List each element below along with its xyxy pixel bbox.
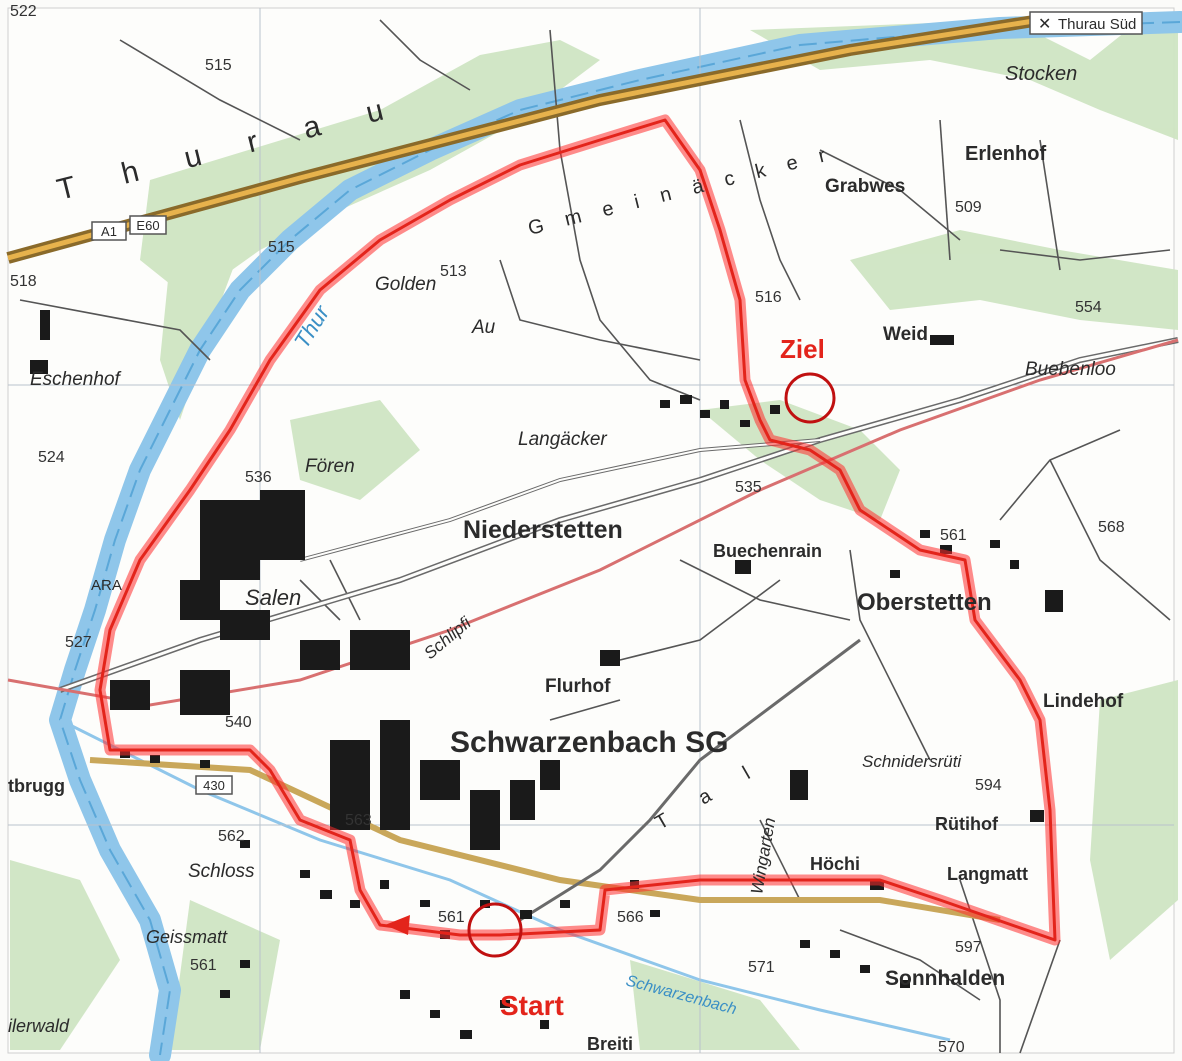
elevation-label: 561 bbox=[940, 527, 967, 544]
place-hochi[interactable]: Höchi bbox=[810, 854, 860, 874]
place-weid[interactable]: Weid bbox=[883, 324, 928, 345]
elevation-label: 515 bbox=[205, 57, 232, 74]
minor-roads bbox=[19, 19, 1171, 1054]
elevation-label: 561 bbox=[190, 957, 217, 974]
start-marker[interactable] bbox=[467, 902, 523, 958]
e60-badge: E60 bbox=[136, 218, 159, 233]
elevation-label: 524 bbox=[38, 449, 65, 466]
elevation-label: 515 bbox=[268, 239, 295, 256]
place-langmatt[interactable]: Langmatt bbox=[947, 864, 1028, 884]
elevation-label: 554 bbox=[1075, 299, 1102, 316]
place-lindehof[interactable]: Lindehof bbox=[1043, 691, 1124, 712]
elevation-label: 536 bbox=[245, 469, 272, 486]
elevation-label: 527 bbox=[65, 634, 92, 651]
place-tbrugg[interactable]: tbrugg bbox=[8, 776, 65, 796]
motorway-a1-inner bbox=[7, 17, 1041, 261]
place-ilerwald[interactable]: ilerwald bbox=[8, 1016, 70, 1036]
elevation-label: 561 bbox=[438, 909, 465, 926]
elevation-label: 568 bbox=[1098, 519, 1125, 536]
finish-marker[interactable] bbox=[784, 372, 836, 424]
road-430-badge: 430 bbox=[203, 778, 225, 793]
place-niederstetten[interactable]: Niederstetten bbox=[463, 516, 623, 544]
motorway-a1-badge: A1 bbox=[101, 224, 117, 239]
place-buechenrain[interactable]: Buechenrain bbox=[713, 541, 822, 561]
place-salen[interactable]: Salen bbox=[245, 585, 301, 610]
elevation-label: 540 bbox=[225, 714, 252, 731]
route-arrow-icon bbox=[385, 915, 410, 935]
place-breiti[interactable]: Breiti bbox=[587, 1034, 633, 1054]
place-ara[interactable]: ARA bbox=[91, 577, 122, 594]
place-schnidersruti[interactable]: Schnidersrüti bbox=[862, 752, 962, 771]
place-buebenloo[interactable]: Buebenloo bbox=[1025, 359, 1116, 380]
place-schloss[interactable]: Schloss bbox=[188, 861, 255, 882]
elevation-label: 566 bbox=[617, 909, 644, 926]
finish-label[interactable]: Ziel bbox=[780, 334, 825, 364]
elevation-label: 509 bbox=[955, 199, 982, 216]
place-foren[interactable]: Fören bbox=[305, 456, 355, 477]
thurau-sud-label[interactable]: Thurau Süd bbox=[1058, 16, 1136, 33]
place-eschenhof[interactable]: Eschenhof bbox=[30, 369, 122, 390]
place-grabwes[interactable]: Grabwes bbox=[825, 176, 905, 197]
place-sonnhalden[interactable]: Sonnhalden bbox=[885, 967, 1005, 990]
place-langacker[interactable]: Langäcker bbox=[518, 429, 607, 450]
place-au[interactable]: Au bbox=[471, 317, 496, 338]
hiking-route-core bbox=[98, 118, 1057, 942]
river-thur-centerline bbox=[58, 21, 1181, 1056]
elevation-label: 522 bbox=[10, 3, 37, 20]
place-rutihof[interactable]: Rütihof bbox=[935, 814, 999, 834]
elevation-label: 570 bbox=[938, 1039, 965, 1056]
elevation-label: 594 bbox=[975, 777, 1002, 794]
place-golden[interactable]: Golden bbox=[375, 274, 436, 295]
elevation-label: 518 bbox=[10, 273, 37, 290]
buildings bbox=[30, 310, 1063, 890]
place-geissmatt[interactable]: Geissmatt bbox=[146, 927, 228, 947]
place-stocken[interactable]: Stocken bbox=[1005, 63, 1077, 85]
elevation-label: 535 bbox=[735, 479, 762, 496]
start-label[interactable]: Start bbox=[500, 990, 564, 1021]
elevation-label: 597 bbox=[955, 939, 982, 956]
place-oberstetten[interactable]: Oberstetten bbox=[857, 589, 992, 616]
place-erlenhof[interactable]: Erlenhof bbox=[965, 143, 1046, 165]
restaurant-icon: ✕ bbox=[1038, 16, 1051, 33]
elevation-label: 562 bbox=[218, 828, 245, 845]
village-houses bbox=[120, 395, 1019, 1039]
elevation-label: 516 bbox=[755, 289, 782, 306]
place-schwarzenbach-sg[interactable]: Schwarzenbach SG bbox=[450, 726, 728, 759]
place-flurhof[interactable]: Flurhof bbox=[545, 676, 611, 697]
elevation-label: 513 bbox=[440, 263, 467, 280]
elevation-label: 563 bbox=[345, 812, 372, 829]
elevation-label: 571 bbox=[748, 959, 775, 976]
